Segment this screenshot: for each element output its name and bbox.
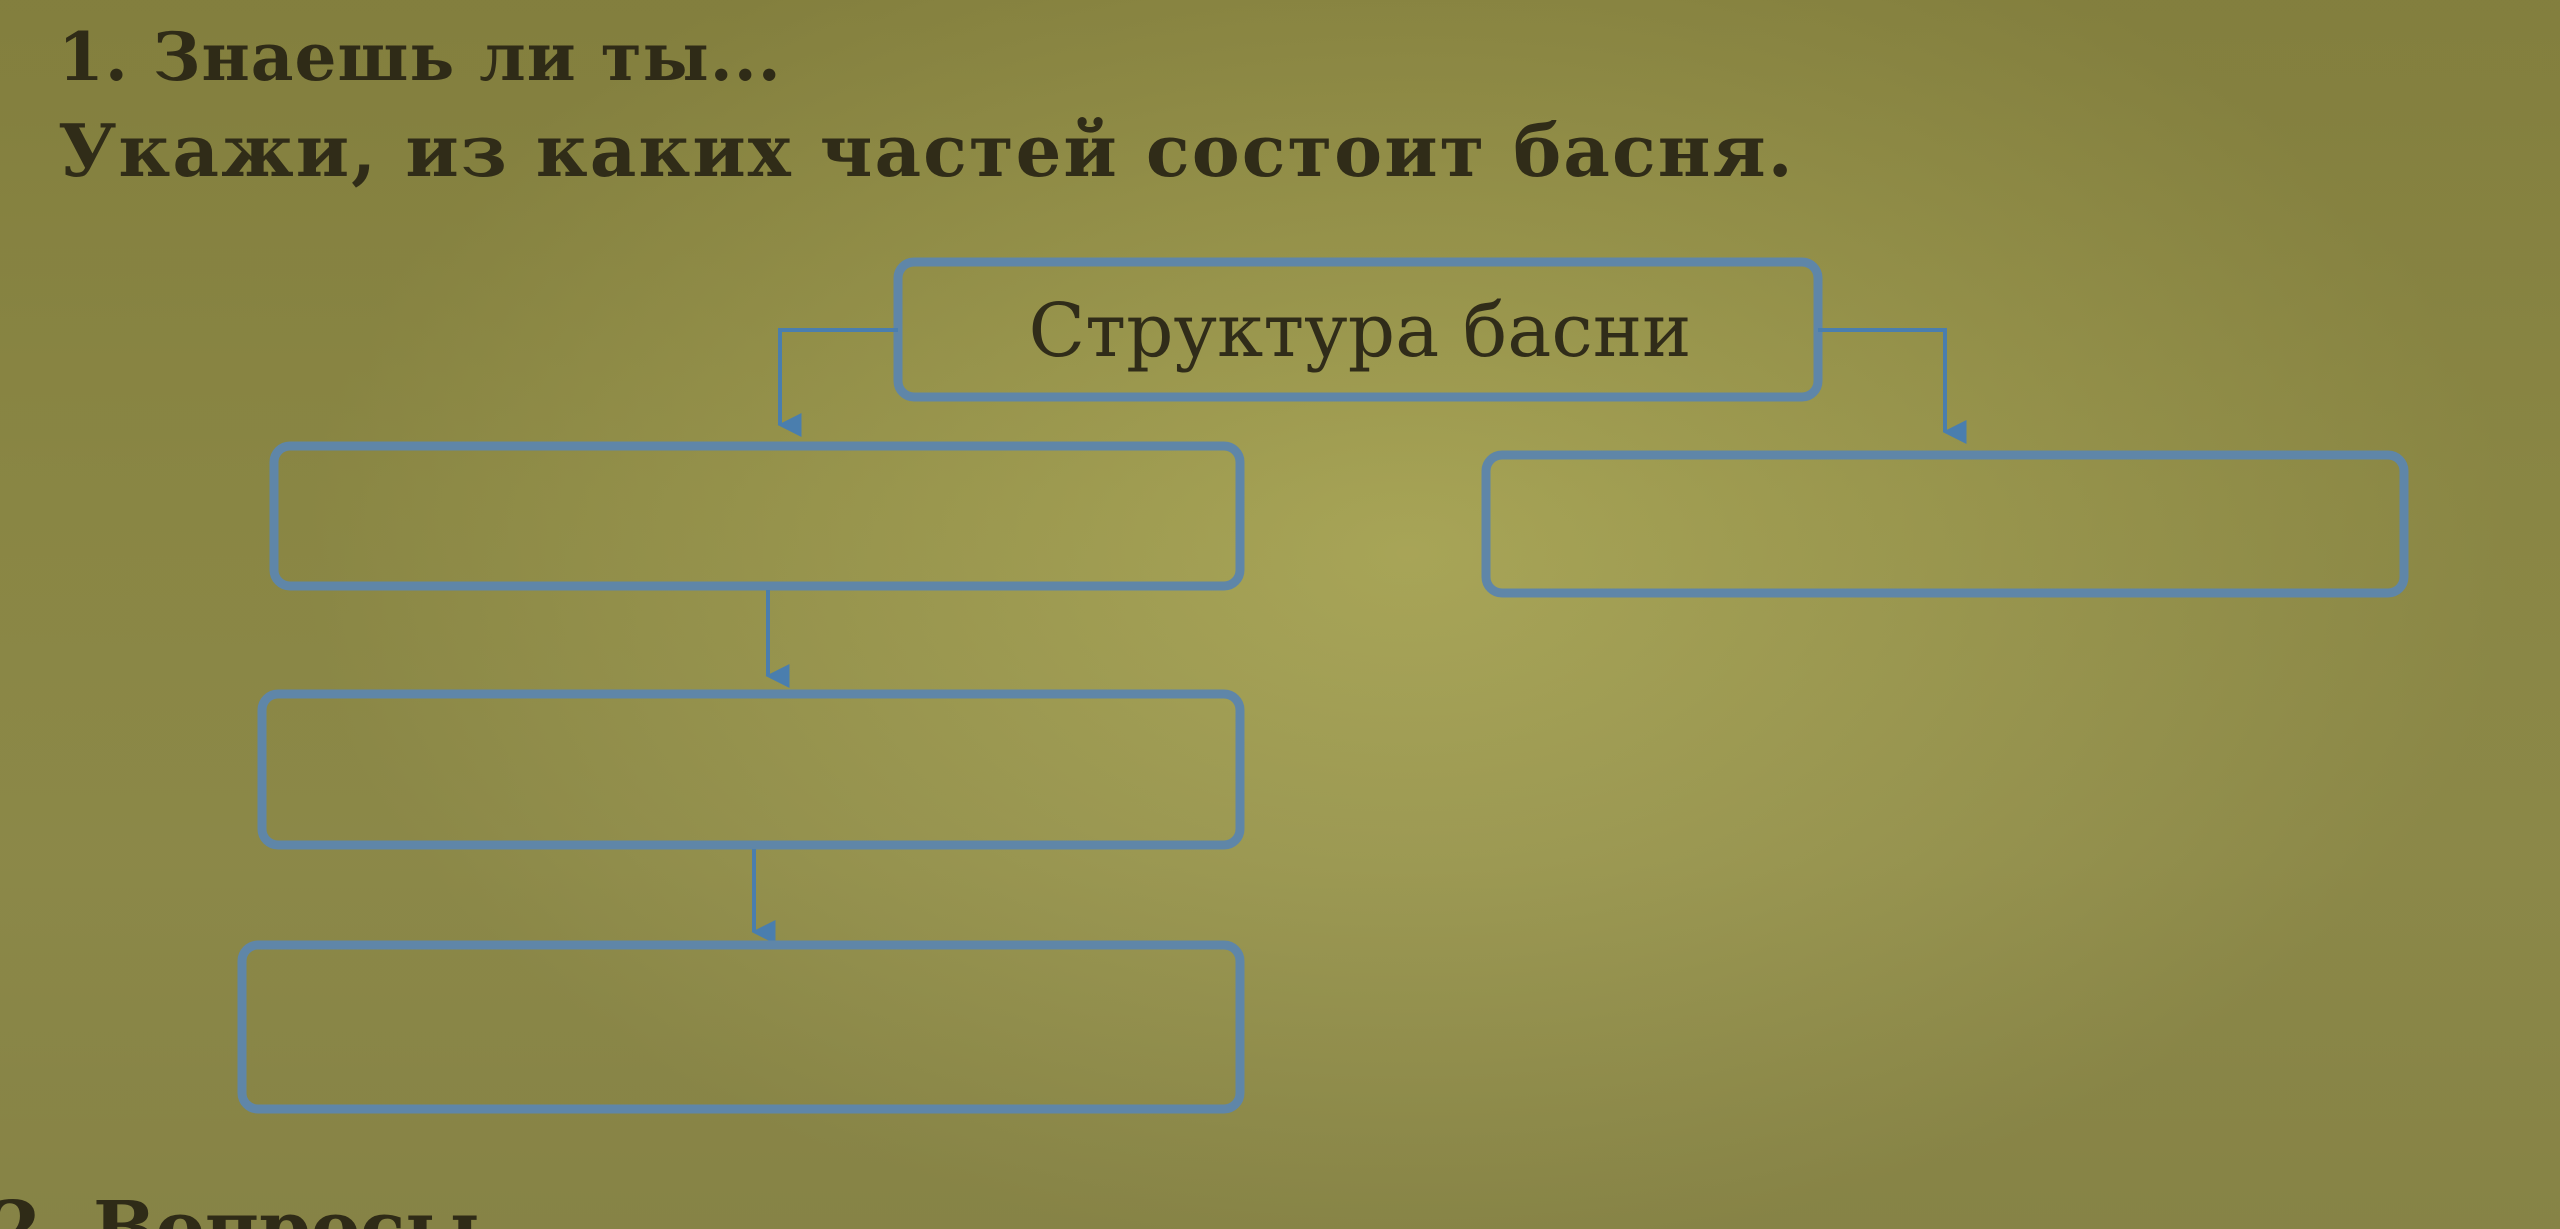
answer-box-1[interactable] (269, 441, 1245, 591)
root-box-label: Структура басни (1028, 288, 1692, 374)
answer-box-3[interactable] (237, 940, 1245, 1114)
answer-box-right[interactable] (1481, 450, 2409, 598)
task-text: Укажи, из каких частей состоит басня. (58, 108, 1795, 193)
cut-off-next-exercise: 2. Вопросы... (0, 1192, 900, 1229)
cut-off-text: 2. Вопросы... (0, 1192, 557, 1229)
answer-box-2[interactable] (257, 689, 1245, 850)
exercise-title: 1. Знаешь ли ты... (58, 18, 782, 96)
connector-root-to-left (777, 328, 898, 437)
connector-root-to-right (1818, 328, 1967, 444)
